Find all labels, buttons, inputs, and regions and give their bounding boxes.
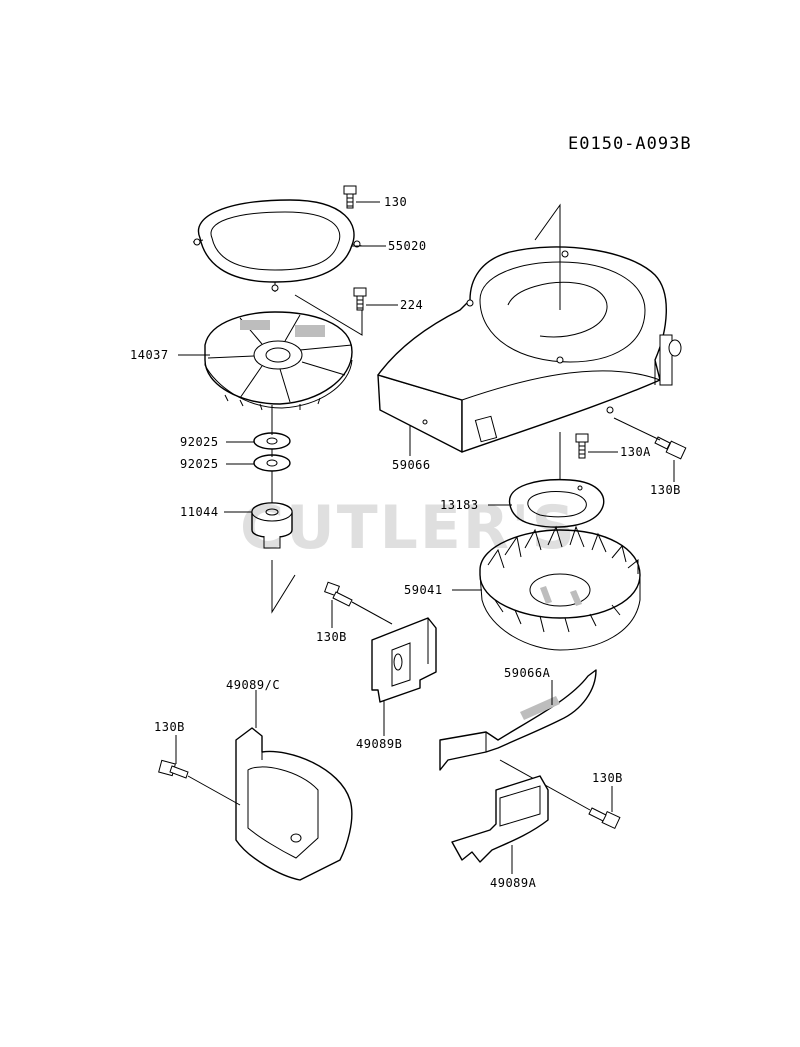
part-130B-screw-lower [588, 807, 621, 830]
label-49089A: 49089A [490, 876, 537, 890]
label-130B-left: 130B [154, 720, 185, 734]
label-130-top: 130 [384, 195, 407, 209]
part-49089B-bracket [371, 617, 437, 703]
part-224-screw [353, 287, 367, 311]
part-14037-fan-screen [204, 311, 353, 411]
label-130B-mid: 130B [316, 630, 347, 644]
part-130-screw-top [343, 185, 357, 209]
part-13183-gasket [508, 478, 605, 528]
watermark-text: CUTLER'S [240, 493, 577, 563]
label-59066A: 59066A [504, 666, 551, 680]
label-130A: 130A [620, 445, 651, 459]
leader-224 [294, 294, 363, 336]
label-14037: 14037 [130, 348, 169, 362]
label-13183: 13183 [440, 498, 479, 512]
part-92025-plate-a [253, 432, 291, 450]
part-130B-screw-mid [324, 581, 353, 607]
axis-line-housing [534, 203, 561, 310]
label-49089C: 49089/C [226, 678, 280, 692]
part-130B-screw-left [158, 759, 189, 779]
part-11044-hub [251, 502, 293, 549]
diagram-code: E0150-A093B [568, 134, 692, 154]
break-line-left [271, 560, 296, 614]
leader-130B-mid-line [351, 601, 393, 625]
label-92025-a: 92025 [180, 435, 219, 449]
label-224: 224 [400, 298, 423, 312]
part-55020-ring [192, 199, 363, 292]
part-130B-screw-right [654, 436, 687, 460]
leader-130B-right [613, 417, 661, 441]
leader-130B-left-line [187, 775, 241, 806]
part-130A-screw [575, 433, 589, 459]
label-59041: 59041 [404, 583, 443, 597]
part-49089C-shroud [235, 727, 353, 881]
part-92025-plate-b [253, 454, 291, 472]
label-130B-right: 130B [650, 483, 681, 497]
part-59041-flywheel [479, 525, 641, 651]
part-59066A-baffle [439, 669, 597, 771]
label-55020: 55020 [388, 239, 427, 253]
label-11044: 11044 [180, 505, 219, 519]
label-92025-b: 92025 [180, 457, 219, 471]
part-59066-housing [377, 246, 682, 453]
label-49089B: 49089B [356, 737, 402, 751]
part-49089A-bracket [451, 775, 549, 863]
label-130B-lower: 130B [592, 771, 623, 785]
label-59066: 59066 [392, 458, 431, 472]
